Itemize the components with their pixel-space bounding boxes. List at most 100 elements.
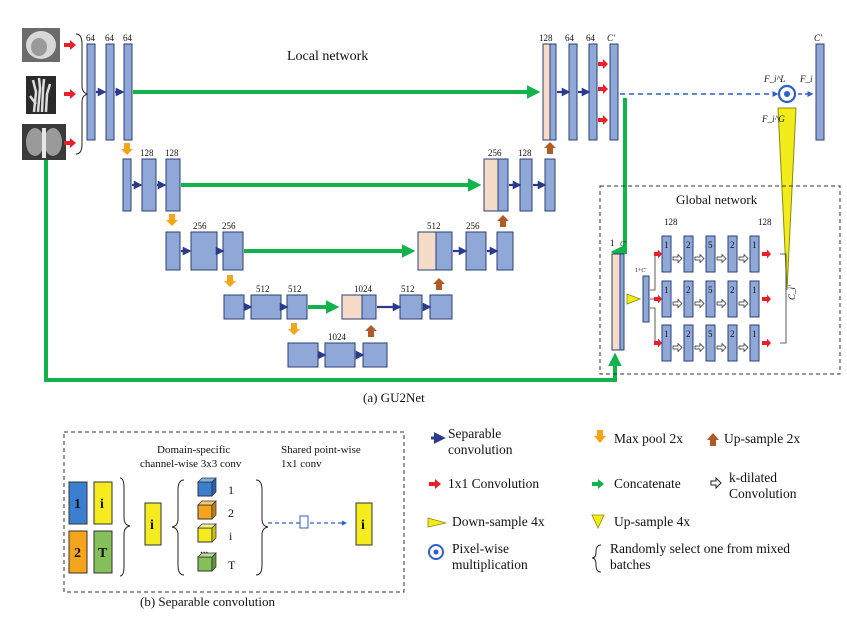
channel-label: C' <box>607 33 616 43</box>
legend-pixelwise-mult: Pixel-wise multiplication <box>452 541 528 572</box>
decoder-block <box>435 231 453 271</box>
bottleneck-block <box>362 342 388 368</box>
encoder-block <box>190 231 218 271</box>
red-arrow-icon <box>64 89 76 99</box>
input-channel-1 <box>68 481 88 525</box>
encoder-block <box>105 43 115 141</box>
pw-label: 1x1 conv <box>281 458 322 470</box>
dilation-label: 5 <box>708 329 713 339</box>
cube-label: ... <box>200 544 209 556</box>
global-conv-block <box>661 235 672 273</box>
upsample-4x-triangle <box>777 107 797 291</box>
orange-down-arrow-icon <box>224 275 236 287</box>
global-conv-block <box>705 235 716 273</box>
cube-label: 2 <box>228 506 234 520</box>
orange-down-arrow-icon <box>594 430 606 443</box>
concat-block <box>542 43 551 141</box>
output-channel <box>355 502 373 546</box>
bottleneck-block <box>324 342 356 368</box>
channel-labels: 64 64 64 128 128 256 256 512 512 1024 10… <box>86 33 823 342</box>
legend-dilated-conv: k-dilated Convolution <box>729 470 797 501</box>
brown-up-arrow-icon <box>365 325 377 337</box>
pointwise-kernel <box>299 515 309 529</box>
pw-label: Shared point-wise <box>281 444 361 456</box>
channel-label: 256 <box>193 221 207 231</box>
outlined-arrow-icon <box>716 342 727 353</box>
dilation-label: 2 <box>686 329 691 339</box>
outlined-arrow-icon <box>738 298 749 309</box>
decoder-block <box>497 158 509 212</box>
channel-label: 128 <box>758 217 772 227</box>
legend-concatenate: Concatenate <box>614 476 681 491</box>
brown-up-arrow-icon <box>707 433 719 446</box>
out-label: i <box>361 518 365 533</box>
legend-upsample-4x: Up-sample 4x <box>614 514 691 529</box>
encoder-block <box>165 231 181 271</box>
dilation-label: 5 <box>708 285 713 295</box>
global-hidden-block <box>642 275 650 323</box>
red-arrow-icon <box>654 249 662 259</box>
channel-label: 64 <box>565 33 575 43</box>
channel-label: 64 <box>105 33 115 43</box>
dilation-label: 1 <box>752 240 757 250</box>
channel-label: 512 <box>427 221 441 231</box>
global-conv-block <box>661 280 672 318</box>
selected-channel <box>144 502 162 546</box>
channel-cubes <box>197 477 217 572</box>
input-label: i <box>100 497 104 512</box>
channel-label: 128 <box>165 148 179 158</box>
input-channel-i <box>93 481 113 525</box>
symbol-label: F_i^L <box>763 74 785 84</box>
dilation-label: 2 <box>686 285 691 295</box>
global-conv-block <box>749 235 760 273</box>
red-arrow-icon <box>429 479 441 489</box>
red-arrow-icon <box>654 294 662 304</box>
brace-icon <box>591 544 602 573</box>
outlined-arrow-icon <box>694 342 705 353</box>
global-conv-block <box>683 235 694 273</box>
decoder-block <box>544 158 556 212</box>
symbol-label: F_i <box>799 74 813 84</box>
concat-block <box>341 294 363 320</box>
concat-block <box>417 231 437 271</box>
channel-label: 128 <box>140 148 154 158</box>
encoder-block <box>122 158 132 212</box>
global-conv-block <box>727 280 738 318</box>
brown-up-arrow-icon <box>433 278 445 290</box>
outlined-arrow-icon <box>672 298 683 309</box>
yellow-right-triangle-icon <box>626 293 642 305</box>
channel-label: 64 <box>86 33 96 43</box>
outlined-arrow-icon <box>716 253 727 264</box>
cube-label: i <box>229 529 233 543</box>
legend-1x1-conv: 1x1 Convolution <box>448 476 540 491</box>
encoder-block <box>86 43 96 141</box>
channel-label: 512 <box>288 284 302 294</box>
decoder-block <box>588 43 598 141</box>
channel-label: 1+C' <box>635 268 646 274</box>
dw-label: channel-wise 3x3 conv <box>140 458 242 470</box>
global-conv-block <box>661 324 672 362</box>
separable-conv-arrows <box>96 87 591 360</box>
dilation-label: 2 <box>730 285 735 295</box>
red-arrow-icon <box>64 138 76 148</box>
upsample-arrows <box>365 142 556 337</box>
red-arrow-icon <box>598 115 608 125</box>
orange-down-arrow-icon <box>166 214 178 226</box>
output-red-arrows <box>598 59 608 125</box>
encoder-block <box>123 43 133 141</box>
input-channel-T <box>93 530 113 574</box>
encoder-block <box>141 158 157 212</box>
red-arrow-icon <box>762 338 771 348</box>
panel-b <box>68 477 373 577</box>
global-network-box <box>599 185 841 375</box>
channel-label: 64 <box>123 33 133 43</box>
red-arrow-icon <box>598 84 608 94</box>
outlined-arrow-icon <box>694 298 705 309</box>
panel-b-labels: Domain-specific channel-wise 3x3 conv Sh… <box>74 444 365 572</box>
cube-label: 1 <box>228 483 234 497</box>
outlined-arrow-icon <box>738 253 749 264</box>
red-arrow-icon <box>64 40 76 50</box>
local-output-block <box>609 43 619 141</box>
